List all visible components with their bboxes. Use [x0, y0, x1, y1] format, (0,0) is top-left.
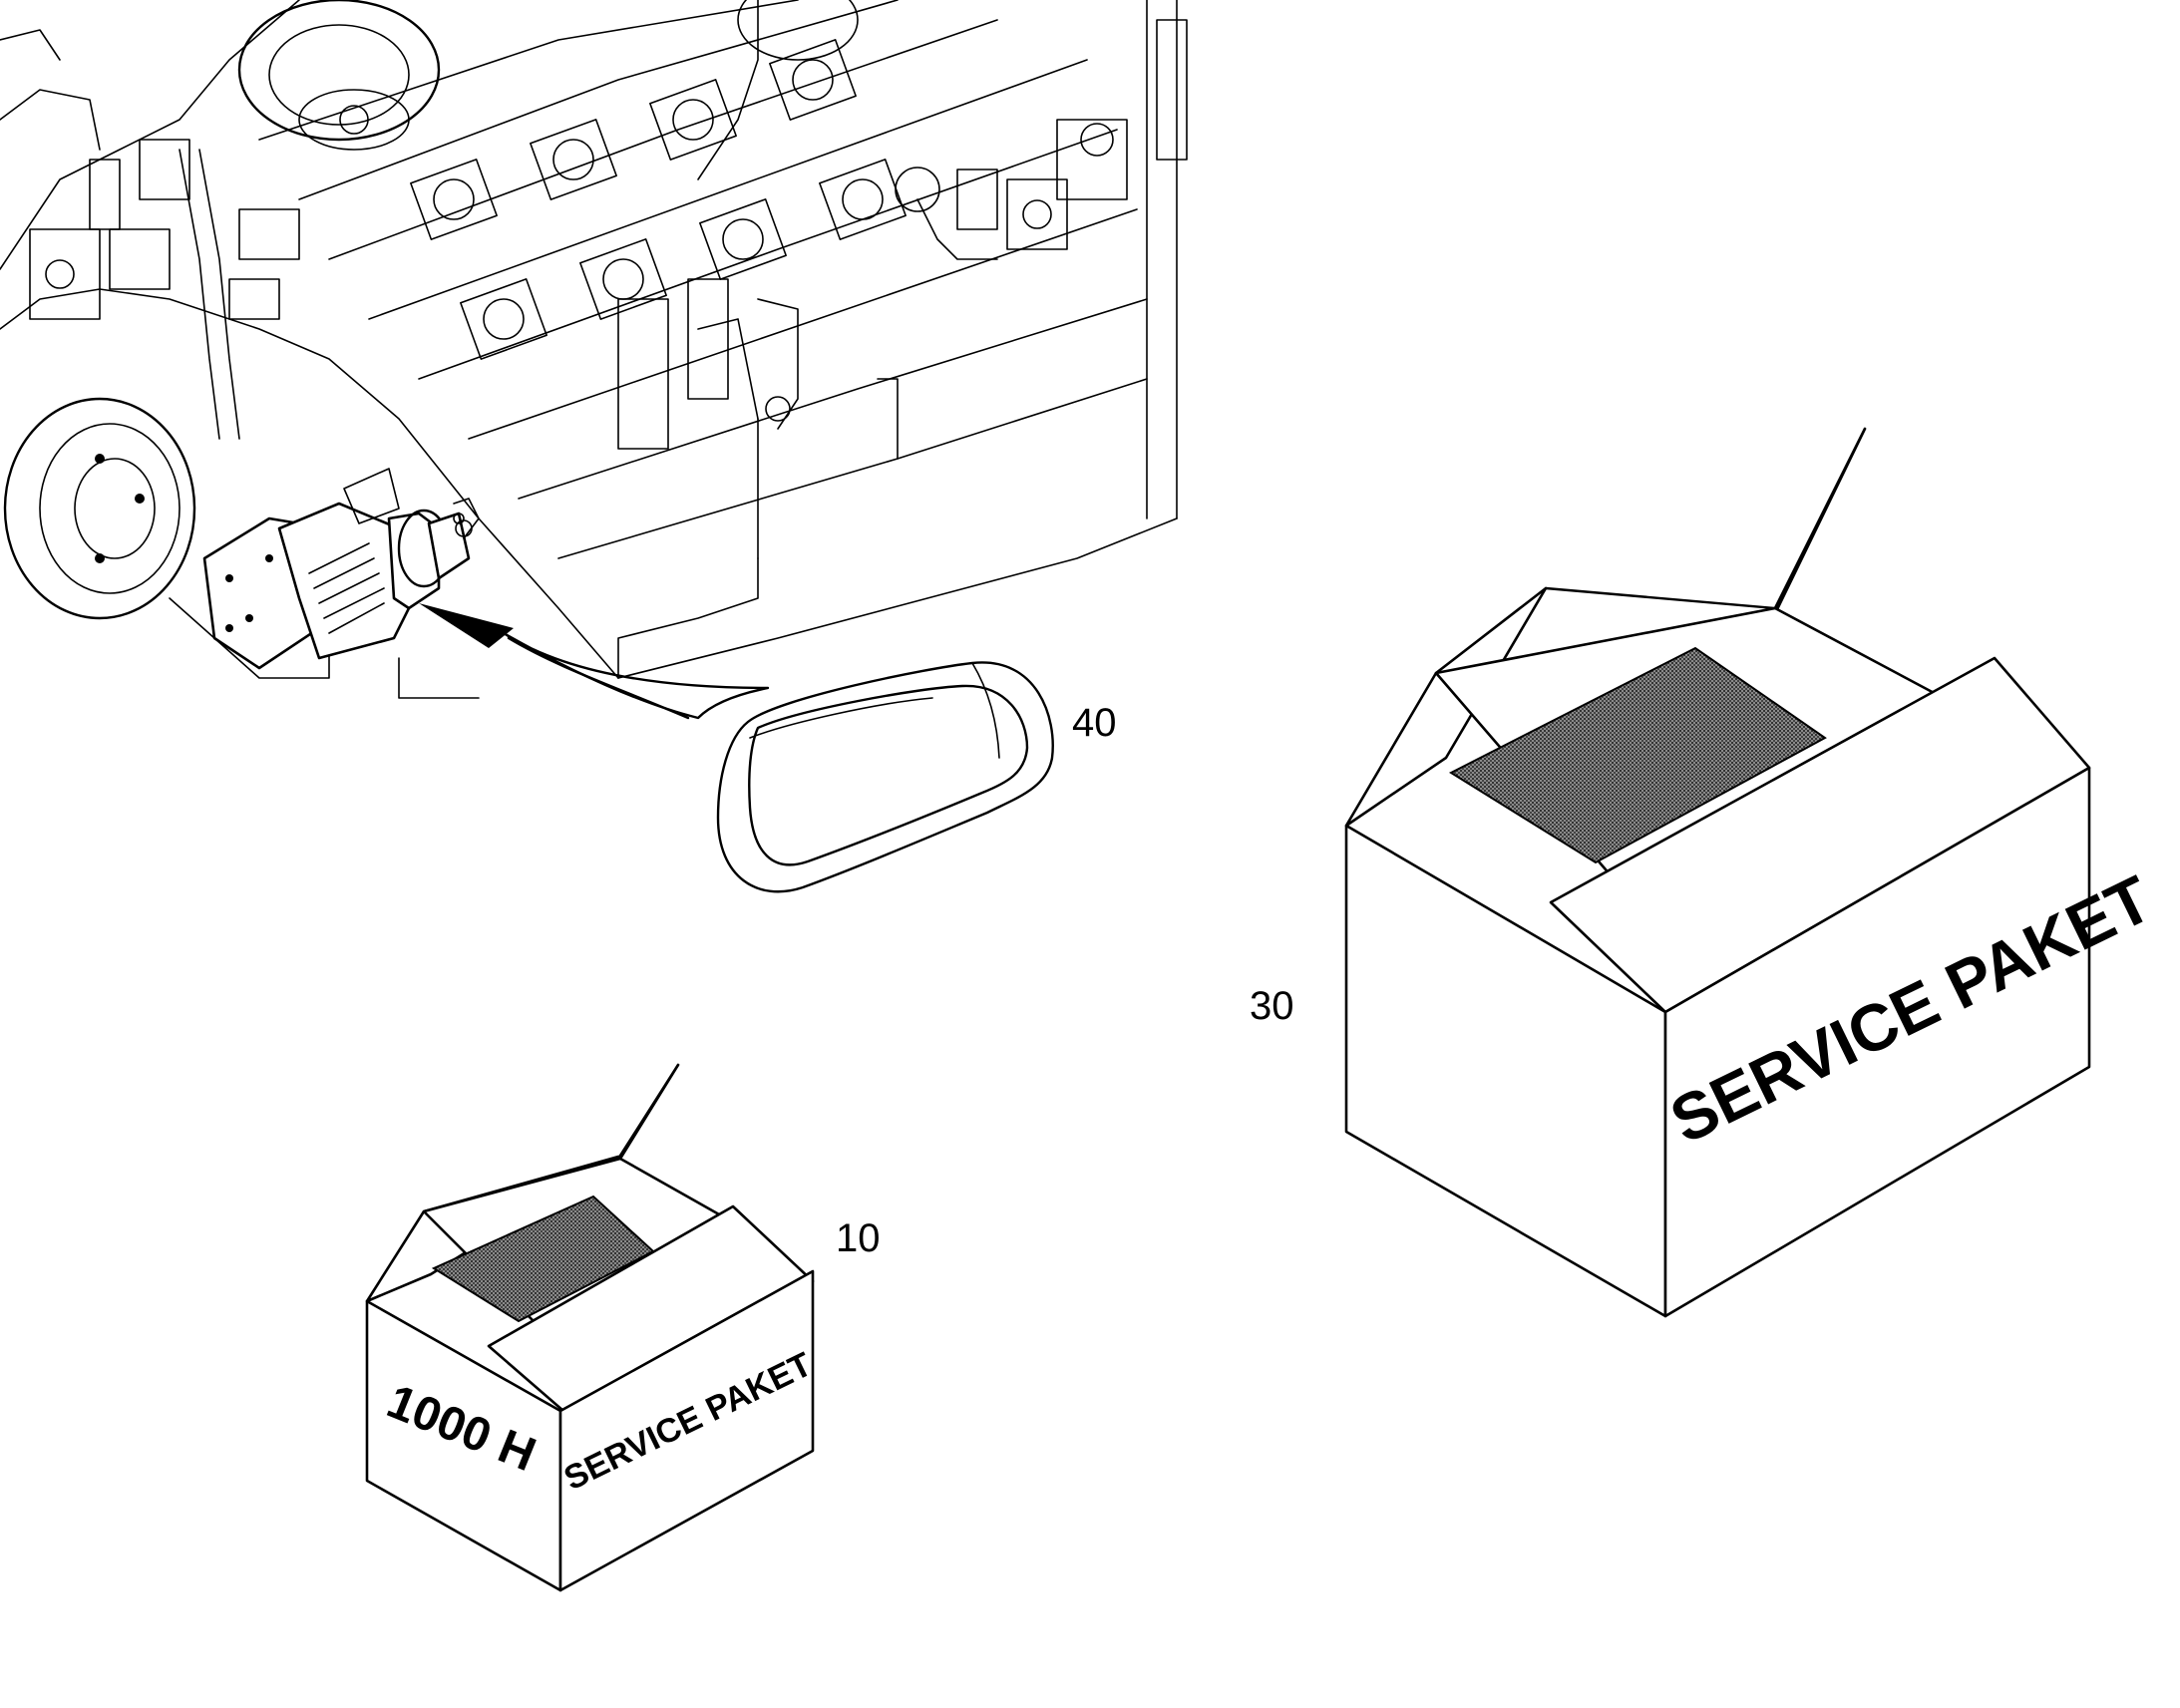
drive-belt — [716, 661, 1054, 893]
service-box-large: SERVICE PAKET — [1344, 427, 2163, 1318]
air-filter-housing — [202, 468, 480, 670]
engine-illustration — [0, 0, 1188, 699]
callout-10: 10 — [836, 1216, 881, 1260]
callout-30: 30 — [1250, 984, 1294, 1028]
cylinder-heads — [410, 39, 907, 360]
installation-arrow — [419, 603, 770, 720]
turbocharger — [237, 0, 859, 151]
service-box-small: 1000 H SERVICE PAKET — [365, 1063, 818, 1592]
flywheel — [3, 397, 196, 620]
callout-40: 40 — [1072, 701, 1117, 745]
